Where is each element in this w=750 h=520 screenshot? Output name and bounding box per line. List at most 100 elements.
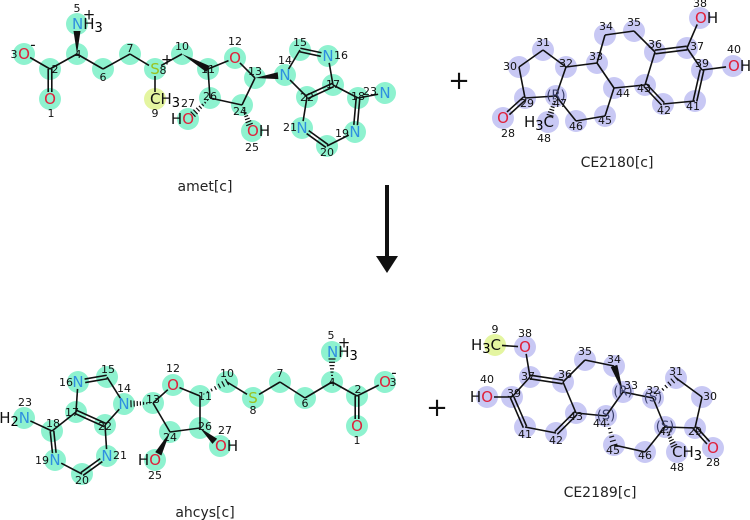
molecule-name: amet[c] <box>178 179 233 195</box>
double-bond <box>82 460 103 477</box>
single-bond <box>524 95 557 99</box>
single-bond <box>152 389 169 404</box>
atom-number: 20 <box>75 474 89 487</box>
double-bond <box>300 47 322 54</box>
atom-number: 15 <box>101 363 115 376</box>
double-bond <box>49 431 54 454</box>
single-bond <box>596 34 606 64</box>
atom-label-1: O <box>44 90 56 108</box>
single-bond <box>152 402 171 433</box>
atom-number: 31 <box>536 36 550 49</box>
double-bond <box>52 430 57 453</box>
atom-highlight <box>702 437 724 459</box>
atom-label-16: N <box>322 47 333 65</box>
single-bond <box>644 51 656 86</box>
atom-number: 21 <box>283 121 297 134</box>
single-bond <box>287 49 301 70</box>
atom-number: 41 <box>686 100 700 113</box>
stereo-descriptor: (R) <box>613 385 632 400</box>
atom-number: 28 <box>501 127 515 140</box>
atom-number: 21 <box>113 449 127 462</box>
atom-number: 18 <box>351 90 365 103</box>
atom-number: 36 <box>648 38 662 51</box>
double-bond <box>80 457 101 474</box>
single-bond <box>662 100 696 105</box>
wedge-bond <box>182 54 210 73</box>
atom-highlight <box>346 415 368 437</box>
double-bond <box>529 377 563 385</box>
double-bond <box>554 411 576 433</box>
atom-highlight <box>484 334 506 356</box>
single-bond <box>226 381 248 396</box>
single-bond <box>525 353 531 378</box>
atom-highlight <box>39 88 61 110</box>
atom-highlight <box>144 88 166 110</box>
atom-label-25: HO <box>138 451 161 469</box>
atom-label-12: O <box>167 376 179 394</box>
double-bond <box>307 85 335 100</box>
single-bond <box>686 24 698 49</box>
single-bond <box>604 87 615 117</box>
single-bond <box>604 30 635 36</box>
stereo-descriptor: (S) <box>597 409 615 424</box>
atom-number: 39 <box>507 387 521 400</box>
atom-number: 46 <box>569 120 583 133</box>
atom-number: 34 <box>599 20 613 33</box>
atom-label-19: N <box>349 123 360 141</box>
atom-highlight <box>321 341 343 363</box>
atom-label-23: H2N <box>0 409 30 430</box>
bonds <box>29 31 379 149</box>
single-bond <box>258 381 281 396</box>
atom-highlight <box>514 336 536 358</box>
single-bond <box>501 344 519 348</box>
double-bond <box>508 98 527 116</box>
single-bond <box>302 96 308 122</box>
single-bond <box>575 115 606 122</box>
stereo-descriptor: (S) <box>644 391 662 406</box>
atom-number: 43 <box>569 410 583 423</box>
atom-number: 30 <box>703 390 717 403</box>
atom-label-21: N <box>296 119 307 137</box>
hash-bond <box>130 400 151 408</box>
plus-sign-top: + <box>448 66 470 96</box>
atom-number: 30 <box>503 60 517 73</box>
single-bond <box>652 397 666 428</box>
atom-label-40: OH <box>728 57 750 75</box>
double-bond <box>85 377 108 384</box>
single-bond <box>555 66 567 97</box>
single-bond <box>524 426 557 434</box>
atom-number: 40 <box>727 43 741 56</box>
single-bond <box>332 84 359 99</box>
atom-highlight <box>67 371 89 393</box>
atom-label-12: O <box>229 49 241 67</box>
wedge-bond <box>610 364 623 392</box>
single-bond <box>562 359 586 383</box>
bonds <box>30 358 380 477</box>
hash-bond <box>190 99 209 118</box>
single-bond <box>104 424 108 450</box>
atom-number: 41 <box>518 428 532 441</box>
single-bond <box>179 386 201 397</box>
single-bond <box>518 66 526 99</box>
charge-plus: + <box>161 51 174 69</box>
single-bond <box>622 391 654 399</box>
atom-label-27: HO <box>171 110 194 128</box>
atom-label-25: OH <box>247 122 270 140</box>
double-bond <box>530 374 564 382</box>
atom-highlight <box>476 386 498 408</box>
double-bond <box>512 395 528 427</box>
atom-label-27: OH <box>215 437 238 455</box>
single-bond <box>209 97 243 106</box>
atom-number: 38 <box>518 327 532 340</box>
atom-number: 38 <box>693 0 707 10</box>
atom-number: 16 <box>334 49 348 62</box>
double-bond <box>74 412 105 428</box>
double-bond <box>655 48 688 55</box>
atom-number: 19 <box>35 454 49 467</box>
atom-number: 5 <box>74 2 81 15</box>
single-bond <box>555 95 577 122</box>
atom-number: 29 <box>520 97 534 110</box>
molecule-name: ahcys[c] <box>175 505 234 520</box>
